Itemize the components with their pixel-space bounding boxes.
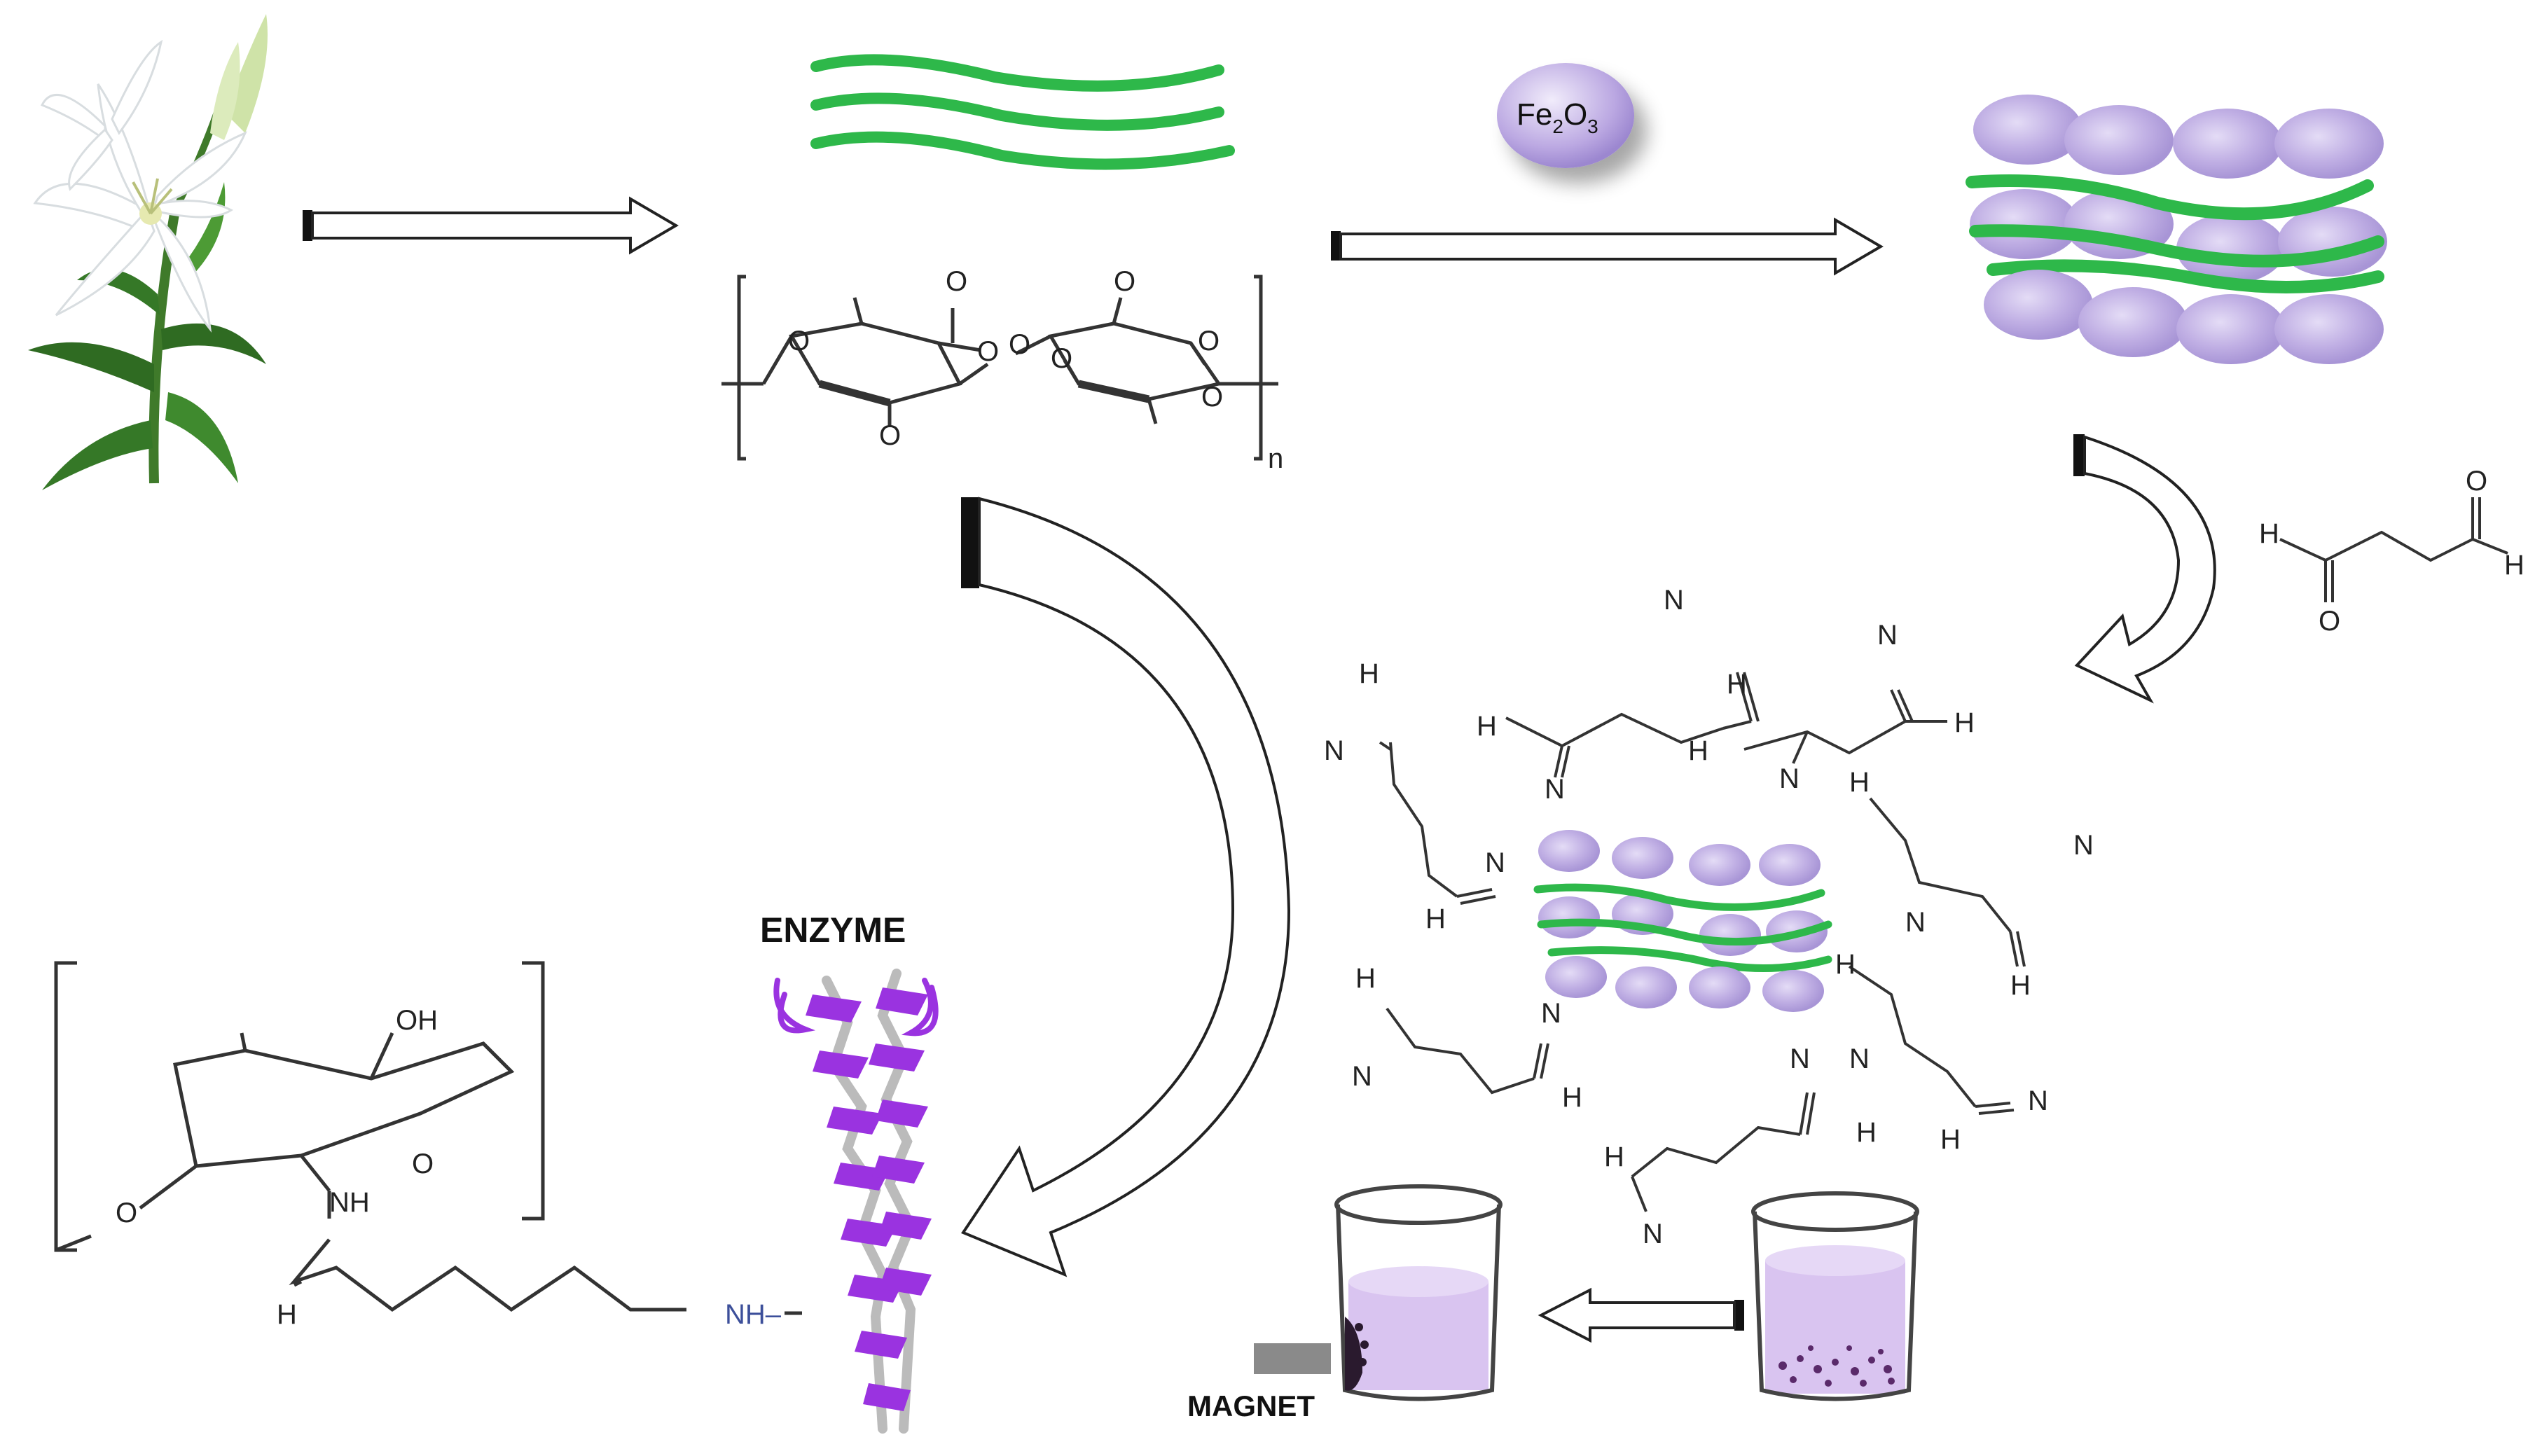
fe2o3-label: Fe <box>1517 97 1552 132</box>
h-label: H <box>1835 949 1856 980</box>
n-label: N <box>1779 763 1800 794</box>
n-label: N <box>2028 1086 2048 1116</box>
o-label: O <box>788 326 810 356</box>
n-label: N <box>1485 847 1505 878</box>
nh-label: NH <box>329 1187 370 1218</box>
cellulose-fibers <box>810 54 1235 170</box>
n-subscript: n <box>1268 443 1283 474</box>
white-lily-icon <box>28 14 268 490</box>
n-label: N <box>1352 1061 1372 1092</box>
h-label: H <box>1355 963 1376 994</box>
o-label: O <box>1198 326 1220 356</box>
h-label: H <box>1940 1124 1961 1155</box>
hollow-arrow-icon <box>303 196 679 255</box>
beaker-icon <box>1334 1184 1503 1401</box>
o-label: O <box>1114 266 1135 297</box>
enzyme-label: ENZYME <box>760 910 906 950</box>
o-label: O <box>2319 606 2340 637</box>
n-label: N <box>1664 585 1684 616</box>
cellulose-atoms: O O O O O O O O O n <box>788 266 1283 474</box>
svg-text:Fe2O3: Fe2O3 <box>1517 97 1598 137</box>
curved-arrow-icon <box>960 497 1291 1277</box>
h-label: H <box>1856 1117 1877 1148</box>
magnet: MAGNET <box>1187 1343 1331 1422</box>
o-label: O <box>2466 466 2487 497</box>
n-label: N <box>1790 1044 1810 1074</box>
h-label: H <box>1604 1142 1624 1172</box>
hollow-arrow-icon <box>1331 217 1884 276</box>
h-label: H <box>2259 518 2279 549</box>
n-label: N <box>1849 1044 1870 1074</box>
n-label: N <box>1877 620 1898 651</box>
o-label: O <box>879 420 901 451</box>
h-label: H <box>1562 1082 1582 1113</box>
linker-atoms: H N N H H N N H H N N H H N H N H N N H … <box>1324 585 2094 1249</box>
o-label: O <box>946 266 967 297</box>
h-label: H <box>1849 767 1870 798</box>
h-label: H <box>2010 970 2031 1001</box>
o-label: O <box>1201 382 1223 412</box>
activated-composite <box>1533 830 1832 1012</box>
o-label: O <box>1051 343 1072 374</box>
hollow-arrow-icon <box>1538 1287 1744 1343</box>
n-label: N <box>1545 774 1565 805</box>
magnetic-cellulose-composite <box>1966 95 2387 364</box>
h-label: H <box>1688 735 1708 766</box>
n-label: N <box>1324 735 1344 766</box>
h-label: H <box>1425 903 1446 934</box>
helix-protein-icon: ENZYME <box>760 910 939 1434</box>
o-label: O <box>977 336 999 367</box>
cellulose-structure <box>721 275 1278 461</box>
nh-link-label: NH– <box>725 1299 782 1330</box>
fe2o3-particle: Fe2O3 <box>1497 63 1634 168</box>
curved-arrow-icon <box>2073 434 2216 704</box>
n-label: N <box>1905 907 1926 938</box>
n-label: N <box>1643 1219 1663 1249</box>
h-label: H <box>2504 550 2524 581</box>
o-label: O <box>1009 329 1030 360</box>
h-label: H <box>277 1299 297 1330</box>
o-label: O <box>116 1198 137 1228</box>
immobilized-enzyme-structure: OH O O NH H NH– <box>54 961 802 1330</box>
h-label: H <box>1477 711 1497 742</box>
h-label: H <box>1954 707 1975 738</box>
beaker-icon <box>1751 1191 1919 1401</box>
h-label: H <box>1359 658 1379 689</box>
glutaraldehyde-structure: H O O H <box>2259 466 2524 637</box>
h-label: H <box>1727 669 1747 700</box>
n-label: N <box>2073 830 2094 861</box>
n-label: N <box>1541 998 1561 1029</box>
oh-label: OH <box>396 1005 438 1036</box>
glutaraldehyde-linkers <box>1379 672 2026 1212</box>
o-label: O <box>412 1149 434 1179</box>
magnet-label: MAGNET <box>1187 1389 1315 1422</box>
